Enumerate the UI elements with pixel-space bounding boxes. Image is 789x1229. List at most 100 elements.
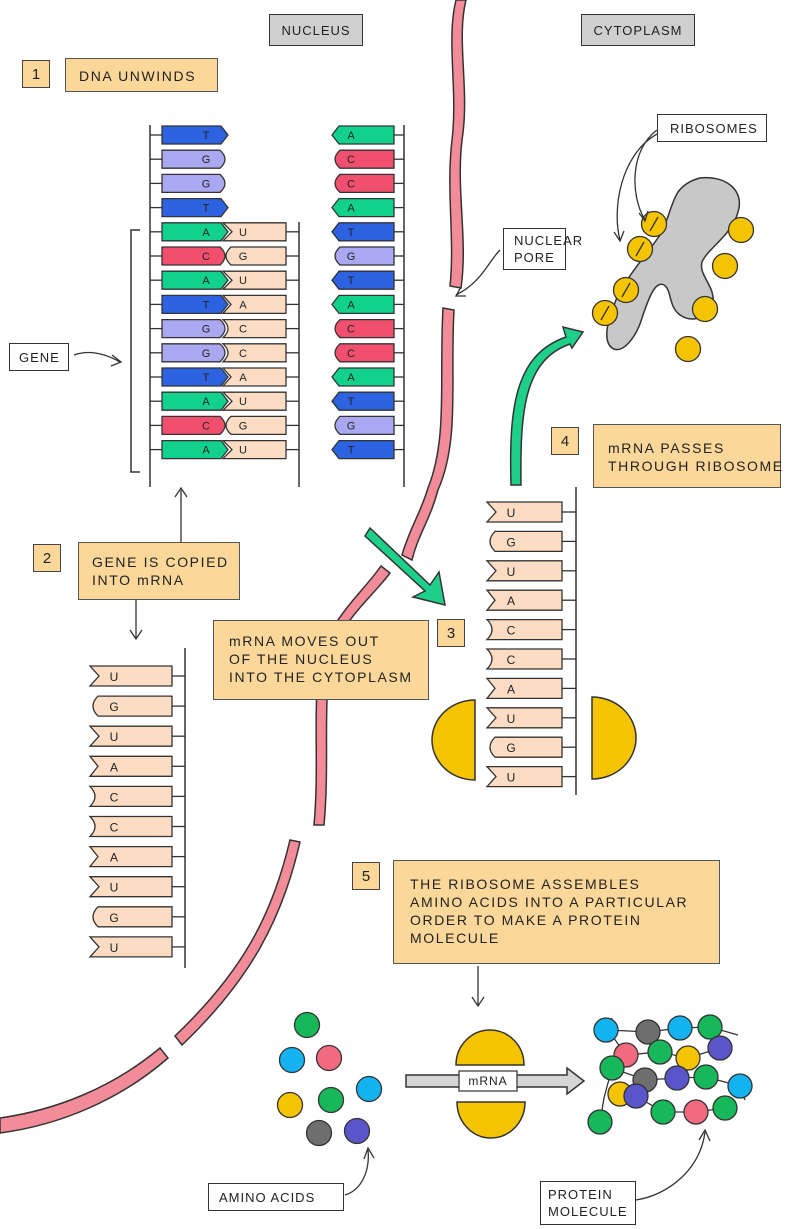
base-letter: T [203,299,210,311]
base-letter: T [348,445,355,457]
dna-base: A [150,222,229,242]
step-4-number: 4 [551,427,579,455]
ribosomes-pointer-arrows [613,129,658,243]
base-letter: C [507,653,516,667]
base-letter: G [506,741,515,755]
base-letter: T [348,396,355,408]
nuclear-pore-tag: NUCLEAR PORE [503,228,584,270]
free-amino-acids [276,1011,383,1147]
dna-base: A [331,367,404,387]
process-arrow: mRNA [405,1066,586,1096]
step-3-text: mRNA MOVES OUT OF THE NUCLEUS INTO THE C… [213,620,429,700]
base-letter: A [202,275,210,287]
dna-base: A [331,294,404,315]
nuclear-pore-label-line: PORE [514,250,555,265]
protein-molecule-tag: PROTEIN MOLECULE [540,1181,636,1225]
ribosome-dot [711,252,739,280]
protein-bead [587,1109,613,1135]
step3-arrow [364,526,446,607]
base-letter: C [202,420,210,432]
step-5-line: MOLECULE [410,930,500,946]
protein-bead [623,1083,649,1109]
protein-bead [683,1099,709,1125]
step-4-line: mRNA PASSES [608,440,725,456]
ribosome-dot [674,335,702,363]
step-3-line: OF THE NUCLEUS [229,651,374,667]
base-letter: C [347,348,355,360]
nucleus-header: NUCLEUS [269,14,363,46]
ribosomes-tag: RIBOSOMES [657,114,767,142]
base-letter: G [109,700,118,714]
protein-bead [635,1019,661,1045]
ribosome-dot [727,216,755,244]
nuclear-pore-label-line: NUCLEAR [514,233,584,248]
protein-label-line: PROTEIN [548,1187,613,1202]
nuclear-pore-arrow [454,249,501,297]
amino-acid [317,1086,345,1114]
mrna-base: G [489,736,576,758]
base-letter: C [239,348,247,360]
base-letter: C [239,324,247,336]
gene-label: GENE [19,350,60,365]
mrna-base: A [485,589,576,611]
dna-base: G [334,246,404,266]
mrna-base: U [221,439,299,460]
ribosome-large-right-half [591,696,637,780]
base-letter: A [347,130,355,142]
base-letter: T [203,203,210,215]
step-4-text: mRNA PASSES THROUGH RIBOSOME [593,424,782,488]
base-letter: A [239,372,247,384]
dna-base: T [331,391,404,411]
dna-base: G [150,149,226,169]
amino-acid [278,1046,306,1074]
base-letter: G [202,324,211,336]
amino-acids-label: AMINO ACIDS [219,1190,316,1205]
base-letter: U [239,227,247,239]
mrna-base: C [485,618,576,641]
base-letter: C [347,178,355,190]
base-letter: T [203,130,210,142]
amino-acid [315,1044,343,1072]
dna-base: T [331,439,404,460]
base-letter: U [110,881,119,895]
base-letter: U [507,712,516,726]
dna-base: T [150,197,229,218]
base-letter: G [202,154,211,166]
base-letter: U [507,771,516,785]
ribosome-dot [626,235,654,263]
ribosome-dot [591,299,619,327]
step-2-number: 2 [33,544,61,572]
step-5-line: THE RIBOSOME ASSEMBLES [410,876,641,892]
base-letter: U [239,396,247,408]
base-letter: G [109,911,118,925]
dna-base: C [150,415,226,436]
protein-label-line: MOLECULE [548,1204,628,1219]
mrna-base: A [485,677,576,700]
base-letter: C [507,624,516,638]
ribosome-large-left-half [431,699,476,781]
base-letter: G [239,251,248,263]
base-letter: U [507,506,516,520]
mrna-base: U [88,936,185,958]
base-letter: U [239,275,247,287]
step2-up-arrow [174,486,188,545]
base-letter: G [239,420,248,432]
dna-base: C [150,246,226,266]
dna-base: C [334,318,404,339]
dna-base: T [331,222,404,242]
base-letter: G [347,420,356,432]
er-ribosomes [591,210,755,363]
amino-acid [305,1119,333,1147]
base-letter: G [202,178,211,190]
mrna-base: U [221,270,299,290]
mrna-base: U [485,560,576,582]
protein-bead [697,1014,723,1040]
base-letter: A [239,299,247,311]
mrna-base: C [221,343,299,363]
step-5-line: ORDER TO MAKE A PROTEIN [410,912,642,928]
ribosome-bottom-half [456,1101,526,1139]
mrna-base: G [225,415,299,436]
